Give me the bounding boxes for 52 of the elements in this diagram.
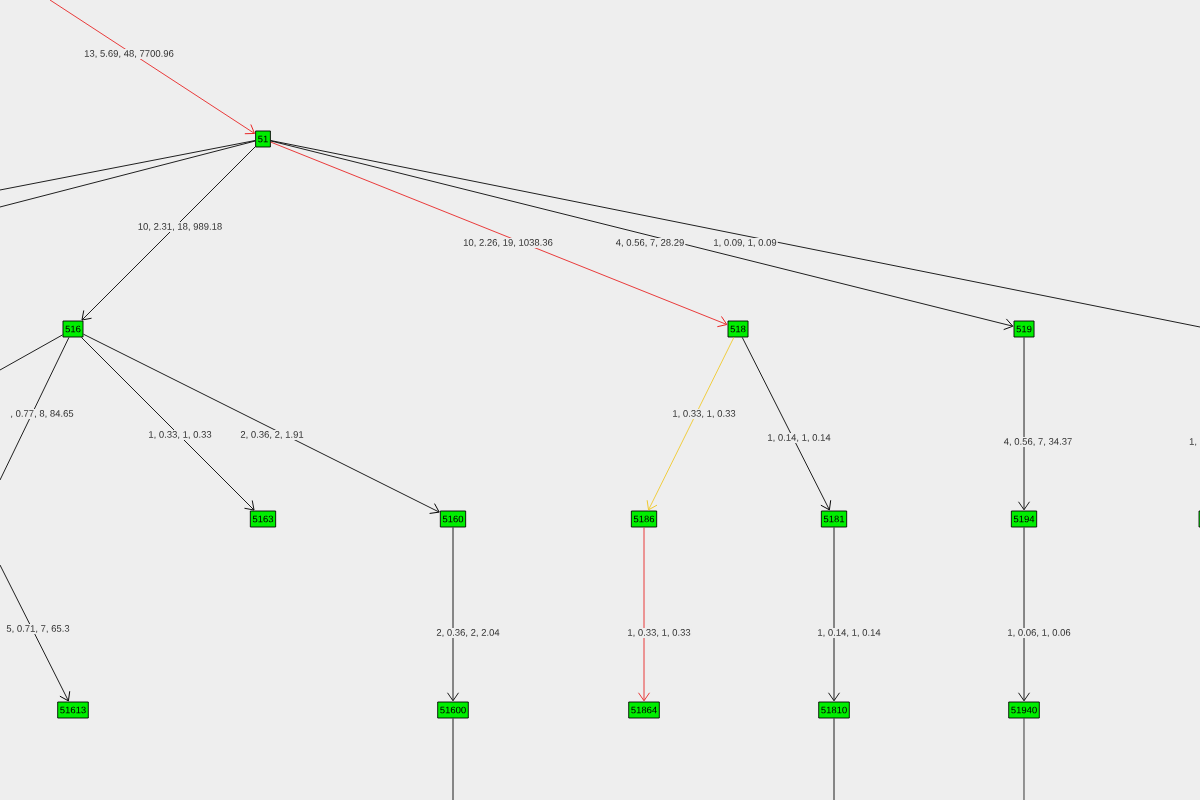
node-box: 51940 [1008,701,1040,719]
connector [270,140,1200,328]
connector [0,140,256,191]
node-box: 51864 [628,701,660,719]
connector [270,141,728,328]
node-box: 516 [62,320,84,338]
edge-label: 10, 2.31, 18, 989.18 [138,223,222,231]
connector [0,140,256,208]
connector [81,337,255,511]
node-box: 5181 [820,510,848,528]
connector [447,527,459,702]
node-box: 5160 [439,510,467,528]
edge-label: 1, 0.14, 1, 0.14 [818,629,881,637]
edge-label: 1, 0.06, 1, 0.06 [1008,629,1071,637]
connector [0,337,70,481]
connector [638,527,650,702]
node-box: 5194 [1010,510,1038,528]
node-box: 5163 [249,510,277,528]
connector [81,146,256,321]
connector [1018,527,1030,702]
connector [741,337,832,511]
connector [270,140,1014,331]
edge-label: 1, 0.33, 1, 0.33 [628,629,691,637]
edge-label: 5, 0.71, 7, 65.3 [6,625,70,633]
connector [1018,337,1030,511]
edge-label: , 0.77, 8, 84.65 [11,410,74,418]
connector [49,0,255,135]
node-box: 51613 [57,701,89,719]
node-box: 51 [255,130,271,148]
edge-label: 4, 0.56, 7, 28.29 [615,239,684,247]
connector [833,718,835,800]
edge-label: 2, 0.36, 2, 1.91 [240,431,304,439]
cut-off-text: 1, [1189,438,1197,446]
connector [0,334,63,371]
edge-label: 4, 0.56, 7, 34.37 [1003,438,1072,446]
edge-label: 2, 0.36, 2, 2.04 [436,629,500,637]
node-box: 519 [1013,320,1035,338]
edge-label: 10, 2.26, 19, 1038.36 [463,239,553,247]
node-box: 518 [727,320,749,338]
node-box: 5186 [630,510,658,528]
connector [0,564,71,702]
edge-label: 1, 0.14, 1, 0.14 [768,434,831,442]
connector [83,333,440,514]
node-box: 51810 [818,701,850,719]
edge-label: 13, 5.69, 48, 7700.96 [84,50,174,58]
connector [828,527,840,702]
connector [646,337,735,511]
edge-label: 1, 0.33, 1, 0.33 [149,431,212,439]
node-box: 51600 [437,701,469,719]
edge-label: 1, 0.33, 1, 0.33 [673,410,736,418]
edge-label: 1, 0.09, 1, 0.09 [714,239,777,247]
connector [452,718,454,800]
